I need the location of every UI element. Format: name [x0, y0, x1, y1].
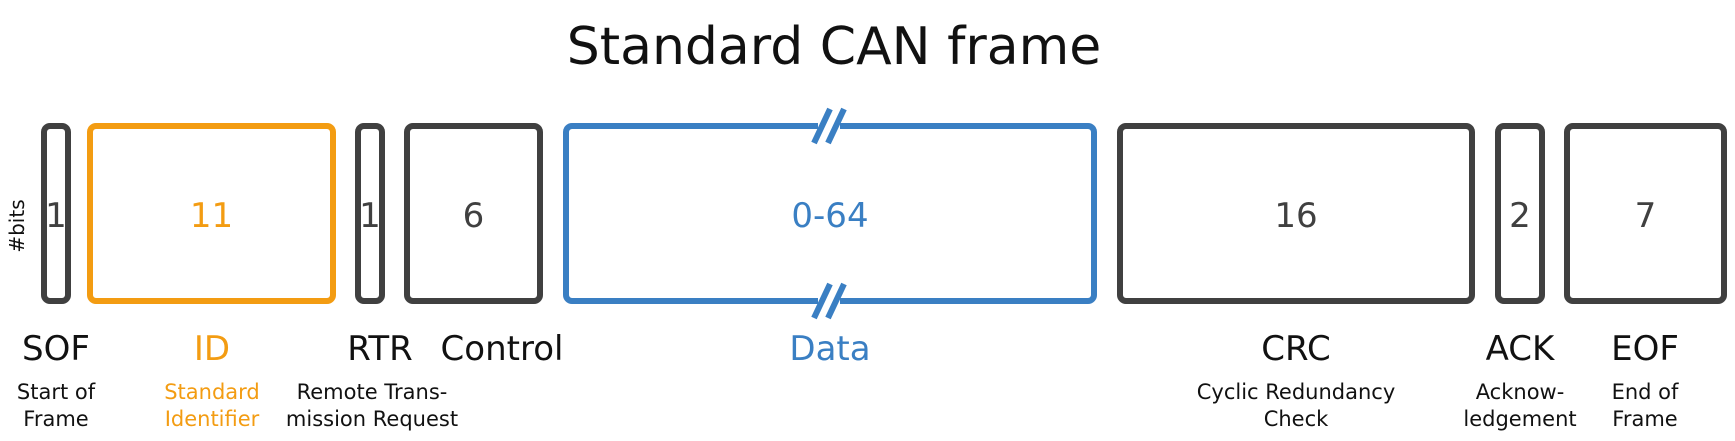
- field-label-data: Data: [789, 329, 870, 369]
- field-box-crc: [1117, 123, 1475, 304]
- field-desc-rtr-1: Remote Trans-: [297, 380, 448, 404]
- field-box-ack: [1495, 123, 1545, 304]
- field-box-sof: [41, 123, 71, 304]
- field-bits-crc: 16: [1274, 196, 1317, 236]
- field-label-eof: EOF: [1611, 329, 1679, 369]
- diagram-title: Standard CAN frame: [567, 17, 1102, 77]
- field-box-control: [404, 123, 543, 304]
- field-label-control: Control: [441, 329, 564, 369]
- field-label-crc: CRC: [1261, 329, 1330, 369]
- field-desc-crc-2: Check: [1264, 407, 1329, 431]
- field-label-sof: SOF: [22, 329, 90, 369]
- field-label-ack: ACK: [1486, 329, 1556, 369]
- field-desc-id-1: Standard: [164, 380, 260, 404]
- field-box-eof: [1564, 123, 1727, 304]
- field-desc-ack-1: Acknow-: [1476, 380, 1565, 404]
- field-label-rtr: RTR: [347, 329, 413, 369]
- field-desc-sof-2: Frame: [23, 407, 88, 431]
- field-desc-id-2: Identifier: [165, 407, 260, 431]
- field-bits-rtr: 1: [359, 196, 381, 236]
- field-desc-eof-1: End of: [1612, 380, 1679, 404]
- field-label-id: ID: [194, 329, 230, 369]
- field-desc-ack-2: ledgement: [1463, 407, 1576, 431]
- field-bits-ack: 2: [1509, 196, 1531, 236]
- field-bits-control: 6: [463, 196, 485, 236]
- field-desc-crc-1: Cyclic Redundancy: [1197, 380, 1396, 404]
- field-desc-rtr-2: mission Request: [286, 407, 458, 431]
- field-bits-id: 11: [190, 196, 233, 236]
- break-mark-top: [811, 107, 847, 145]
- field-bits-data: 0-64: [791, 196, 868, 236]
- break-mark-bottom: [811, 282, 847, 320]
- field-bits-sof: 1: [45, 196, 67, 236]
- y-axis-label: #bits: [5, 199, 29, 252]
- field-bits-eof: 7: [1635, 196, 1657, 236]
- field-desc-eof-2: Frame: [1612, 407, 1677, 431]
- field-box-id: [87, 123, 336, 304]
- field-desc-sof-1: Start of: [17, 380, 96, 404]
- field-box-rtr: [355, 123, 385, 304]
